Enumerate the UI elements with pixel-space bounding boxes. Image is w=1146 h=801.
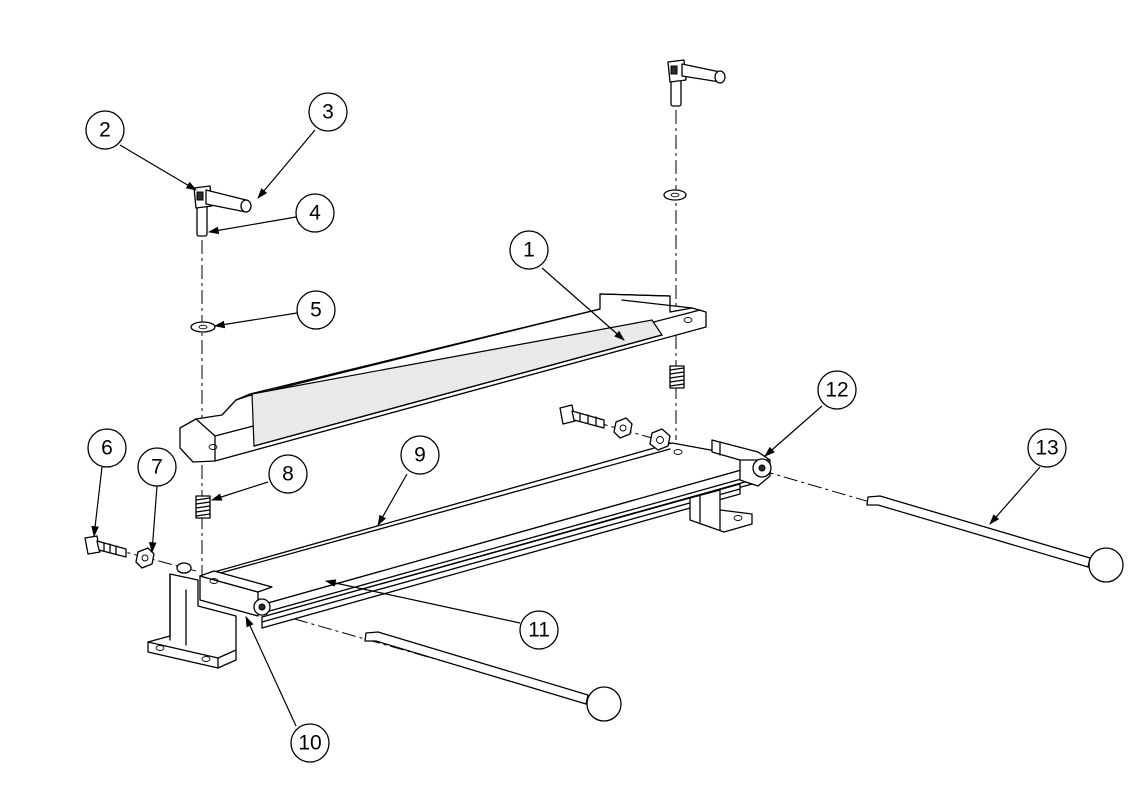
callout-13: 13 xyxy=(1027,428,1067,468)
leader-11 xyxy=(324,579,521,624)
part-bolt-left xyxy=(84,535,127,558)
callout-2: 2 xyxy=(85,110,125,150)
part-nut-right xyxy=(613,417,633,439)
callout-label: 13 xyxy=(1035,437,1058,460)
callout-11: 11 xyxy=(519,610,559,650)
part-lever-handle-left xyxy=(364,631,622,722)
leader-1 xyxy=(541,267,625,341)
part-clamp-handle-right xyxy=(667,59,726,107)
part-main-beam xyxy=(199,439,772,629)
leader-8 xyxy=(210,481,269,501)
part-nut-left xyxy=(135,547,155,569)
leader-13 xyxy=(989,466,1041,525)
callout-12: 12 xyxy=(817,370,857,410)
leader-7 xyxy=(148,485,158,554)
callout-1: 1 xyxy=(509,230,549,270)
leader-6 xyxy=(91,466,103,538)
part-weld-nut-right xyxy=(649,428,671,451)
callout-9: 9 xyxy=(400,435,440,475)
callout-label: 5 xyxy=(310,299,322,322)
part-lever-handle-right xyxy=(866,495,1124,583)
part-washer-left xyxy=(190,321,216,333)
callout-label: 10 xyxy=(298,732,321,755)
callout-label: 11 xyxy=(528,619,550,642)
callout-label: 1 xyxy=(523,239,535,262)
callout-5: 5 xyxy=(296,290,336,330)
callout-label: 9 xyxy=(414,444,426,467)
part-right-bracket xyxy=(689,489,753,533)
callout-3: 3 xyxy=(308,92,348,132)
leader-lines xyxy=(91,129,1041,727)
part-washer-right xyxy=(663,189,687,201)
callout-label: 6 xyxy=(101,437,113,460)
callout-6: 6 xyxy=(87,428,127,468)
callout-10: 10 xyxy=(290,723,330,763)
part-left-bracket xyxy=(147,562,237,669)
callout-label: 4 xyxy=(309,202,321,225)
leader-2 xyxy=(119,144,197,191)
part-spring-right xyxy=(669,365,685,389)
callout-label: 3 xyxy=(322,101,334,124)
callout-7: 7 xyxy=(137,447,177,487)
leader-4 xyxy=(207,216,297,235)
callout-4: 4 xyxy=(295,193,335,233)
part-spring-left xyxy=(195,495,211,519)
callout-label: 8 xyxy=(282,463,294,486)
leader-5 xyxy=(213,312,298,329)
leader-12 xyxy=(764,405,823,457)
callout-label: 2 xyxy=(99,119,111,142)
part-clamp-blade xyxy=(179,293,707,463)
part-bolt-right xyxy=(559,404,605,429)
callout-8: 8 xyxy=(268,454,308,494)
leader-3 xyxy=(257,129,316,199)
callout-label: 12 xyxy=(825,379,848,402)
leader-10 xyxy=(245,616,297,727)
part-clamp-handle-left xyxy=(193,185,252,237)
callout-label: 7 xyxy=(151,456,163,479)
leader-9 xyxy=(377,473,408,526)
